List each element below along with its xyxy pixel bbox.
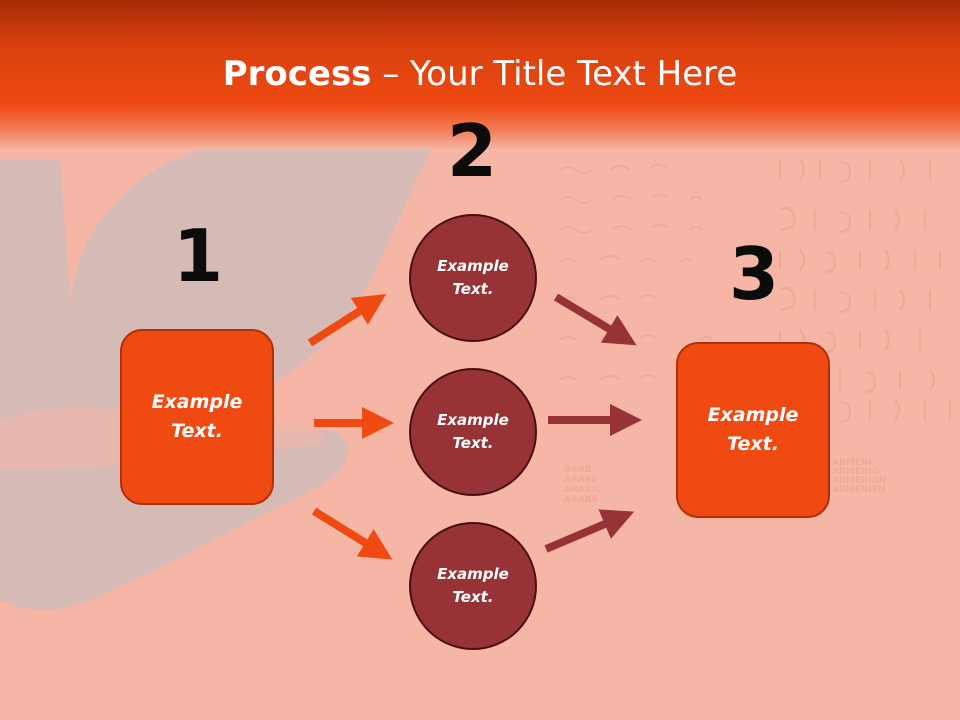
watermark-label: ARABE [564, 475, 598, 485]
title-strong: Process [222, 54, 372, 94]
watermark-label: ARMENIAN [832, 476, 886, 486]
arrow-start-to-bottom [311, 507, 393, 560]
circle-top-label: Example Text. [437, 257, 509, 298]
circle-middle[interactable]: Example Text. [409, 368, 537, 496]
circle-bottom-label: Example Text. [437, 565, 509, 606]
circle-middle-label: Example Text. [437, 411, 509, 452]
slide-title[interactable]: Process – Your Title Text Here [0, 52, 960, 96]
watermark-label: ARAB [564, 465, 592, 475]
end-box-label: Example Text. [707, 404, 799, 455]
start-box-label: Example Text. [151, 391, 243, 442]
step-number-3: 3 [728, 232, 780, 316]
start-box[interactable]: Example Text. [120, 329, 274, 505]
arrow-bottom-to-end [544, 509, 635, 553]
watermark-label: ARMENIO [832, 467, 880, 477]
watermark-label: ARMENI [832, 458, 872, 468]
title-rest: – Your Title Text Here [371, 54, 738, 94]
watermark-label: ARABE [564, 495, 598, 505]
arrow-start-to-top [307, 294, 387, 347]
title-band [0, 0, 960, 150]
watermark-label: ARABIC [564, 485, 602, 495]
end-box[interactable]: Example Text. [676, 342, 830, 518]
circle-bottom[interactable]: Example Text. [409, 522, 537, 650]
watermark-label: ARMENIEN [832, 485, 886, 495]
circle-top[interactable]: Example Text. [409, 214, 537, 342]
step-number-1: 1 [172, 214, 224, 298]
step-number-2: 2 [446, 109, 498, 193]
arrow-top-to-end [553, 293, 637, 346]
